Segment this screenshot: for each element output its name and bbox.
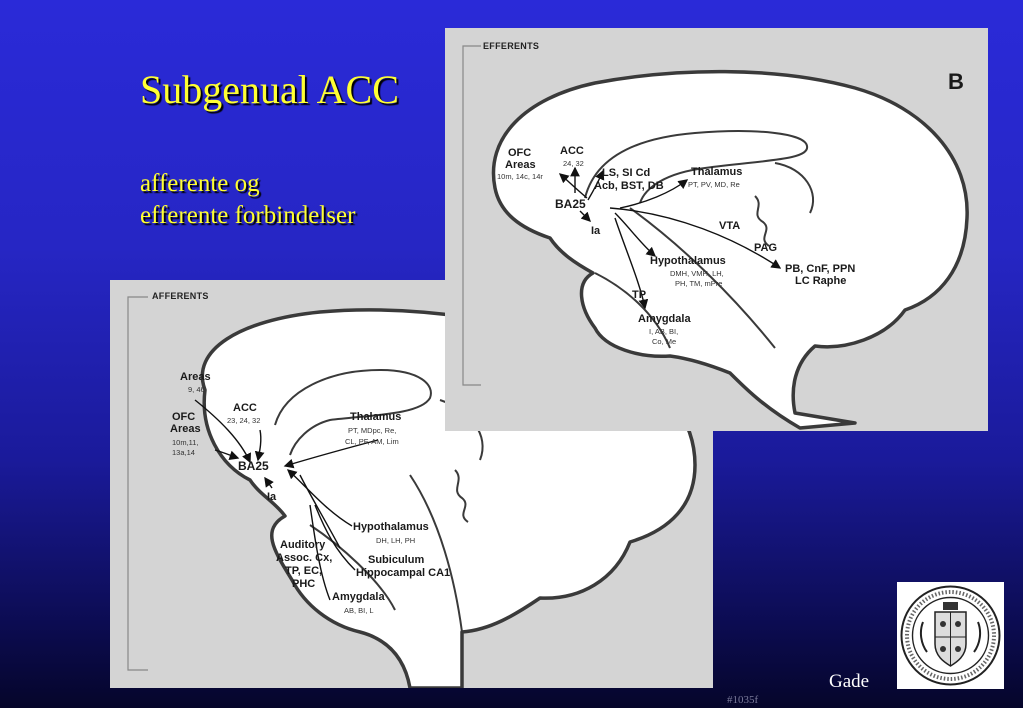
efferents-arrow-thalamus	[619, 179, 689, 209]
afferents-brainstem	[409, 474, 463, 633]
efferents-ofc-sub: 10m, 14c, 14r	[497, 172, 543, 181]
efferents-amygdala-label: Amygdala	[638, 313, 691, 325]
efferents-hypothalamus-sub-2: PH, TM, mPre	[675, 279, 722, 288]
efferents-ls-l1: LS, SI Cd	[602, 167, 650, 179]
efferents-hypothalamus-sub-1: DMH, VMH, LH,	[670, 269, 724, 278]
efferents-tp-label: TP	[632, 289, 646, 301]
afferents-subiculum-l2: Hippocampal CA1	[356, 567, 450, 579]
efferents-brain-svg: EFFERENTS B OFC Areas 10m, 14c, 14r ACC …	[462, 41, 969, 430]
afferents-subiculum-l1: Subiculum	[368, 554, 424, 566]
afferents-ba25-label: BA25	[238, 459, 269, 473]
author-name: Gade	[829, 671, 870, 692]
afferents-thalamus-sub-2: CL, PF, AM, Lim	[345, 437, 399, 446]
slide-title: Subgenual ACC	[140, 67, 399, 112]
afferents-auditory-l3: TP, EC,	[285, 565, 322, 577]
efferents-amygdala-sub-1: I, AB, BI,	[649, 327, 678, 336]
efferents-ofc-label: OFC	[508, 147, 531, 159]
afferents-arrow-areas	[194, 399, 251, 464]
afferents-bracket	[127, 296, 148, 671]
afferents-arrow-acc	[254, 429, 265, 462]
afferents-arrow-auditory	[299, 474, 341, 549]
efferents-pb-l1: PB, CnF, PPN	[785, 263, 855, 275]
efferents-thalamus-label: Thalamus	[691, 166, 742, 178]
efferents-arrow-amygdala	[614, 217, 649, 310]
afferents-corpus-callosum	[274, 368, 432, 456]
afferents-temporal	[309, 524, 396, 611]
afferents-ofc-sub-2: 13a,14	[172, 448, 195, 457]
efferents-ofc-areas-label: Areas	[505, 159, 536, 171]
efferents-pb-l2: LC Raphe	[795, 275, 846, 287]
efferents-panel-letter: B	[948, 69, 964, 94]
afferents-acc-sub: 23, 24, 32	[227, 416, 260, 425]
efferents-arrow-pb	[609, 207, 782, 269]
afferents-ofc-areas-label: Areas	[170, 423, 201, 435]
subtitle-line-2: efferente forbindelser	[140, 202, 356, 229]
afferents-thalamus-sub-1: PT, MDpc, Re,	[348, 426, 396, 435]
efferents-ba25-label: BA25	[555, 197, 586, 211]
afferents-arrow-subiculum	[314, 504, 356, 571]
afferents-header: AFFERENTS	[152, 291, 209, 301]
efferents-arrow-ofc	[558, 173, 588, 199]
efferents-bracket	[462, 45, 481, 386]
efferents-temporal	[594, 272, 671, 349]
afferents-areas-label: Areas	[180, 371, 211, 383]
afferents-hypothalamus-label: Hypothalamus	[353, 521, 429, 533]
slide-footnote: #1035f	[727, 694, 759, 706]
efferents-amygdala-sub-2: Co, Me	[652, 337, 676, 346]
afferents-arrow-ofc	[214, 449, 240, 460]
efferents-acc-label: ACC	[560, 145, 584, 157]
efferents-arrow-ia	[579, 210, 591, 222]
efferents-vta-label: VTA	[719, 220, 740, 232]
efferents-brainstem	[629, 207, 776, 349]
afferents-ofc-label: OFC	[172, 411, 195, 423]
afferents-amygdala-sub: AB, BI, L	[344, 606, 374, 615]
afferents-arrow-hypothalamus	[286, 469, 353, 527]
efferents-arrow-ls	[587, 169, 605, 201]
efferents-brain-outline	[491, 69, 969, 430]
seal-icon	[900, 585, 1001, 686]
efferents-thalamus-sub: PT, PV, MD, Re	[688, 180, 740, 189]
efferents-acc-sub: 24, 32	[563, 159, 584, 168]
subtitle-line-1: afferente og	[140, 170, 260, 197]
slide-subtitle: afferente og efferente forbindelser	[140, 168, 355, 232]
afferents-hypothalamus-sub: DH, LH, PH	[376, 536, 415, 545]
efferents-corpus-callosum	[584, 130, 809, 204]
afferents-ia-label: Ia	[267, 491, 277, 503]
efferents-ls-l2: Acb, BST, DB	[594, 180, 664, 192]
efferents-sulcus	[754, 195, 770, 247]
efferents-header: EFFERENTS	[483, 41, 539, 51]
afferents-ofc-sub-1: 10m,11,	[172, 438, 199, 447]
afferents-acc-label: ACC	[233, 402, 257, 414]
afferents-amygdala-label: Amygdala	[332, 591, 385, 603]
efferents-pag-label: PAG	[754, 242, 777, 254]
afferents-arrow-thalamus	[283, 439, 379, 469]
efferents-arrow-hypothalamus	[614, 212, 657, 257]
efferents-diagram: EFFERENTS B OFC Areas 10m, 14c, 14r ACC …	[445, 28, 988, 431]
afferents-auditory-l1: Auditory	[280, 539, 326, 551]
afferents-auditory-l2: Assoc. Cx,	[276, 552, 332, 564]
efferents-hypothalamus-label: Hypothalamus	[650, 255, 726, 267]
afferents-arrow-amygdala	[309, 504, 331, 601]
afferents-areas-sub: 9, 46	[188, 385, 205, 394]
university-seal-logo	[897, 582, 1004, 689]
afferents-arrow-ia	[264, 476, 274, 489]
efferents-ia-label: Ia	[591, 225, 601, 237]
efferents-ventricle	[774, 162, 815, 214]
afferents-thalamus-label: Thalamus	[350, 411, 401, 423]
afferents-auditory-l4: PHC	[292, 578, 315, 590]
afferents-sulcus	[454, 469, 469, 523]
